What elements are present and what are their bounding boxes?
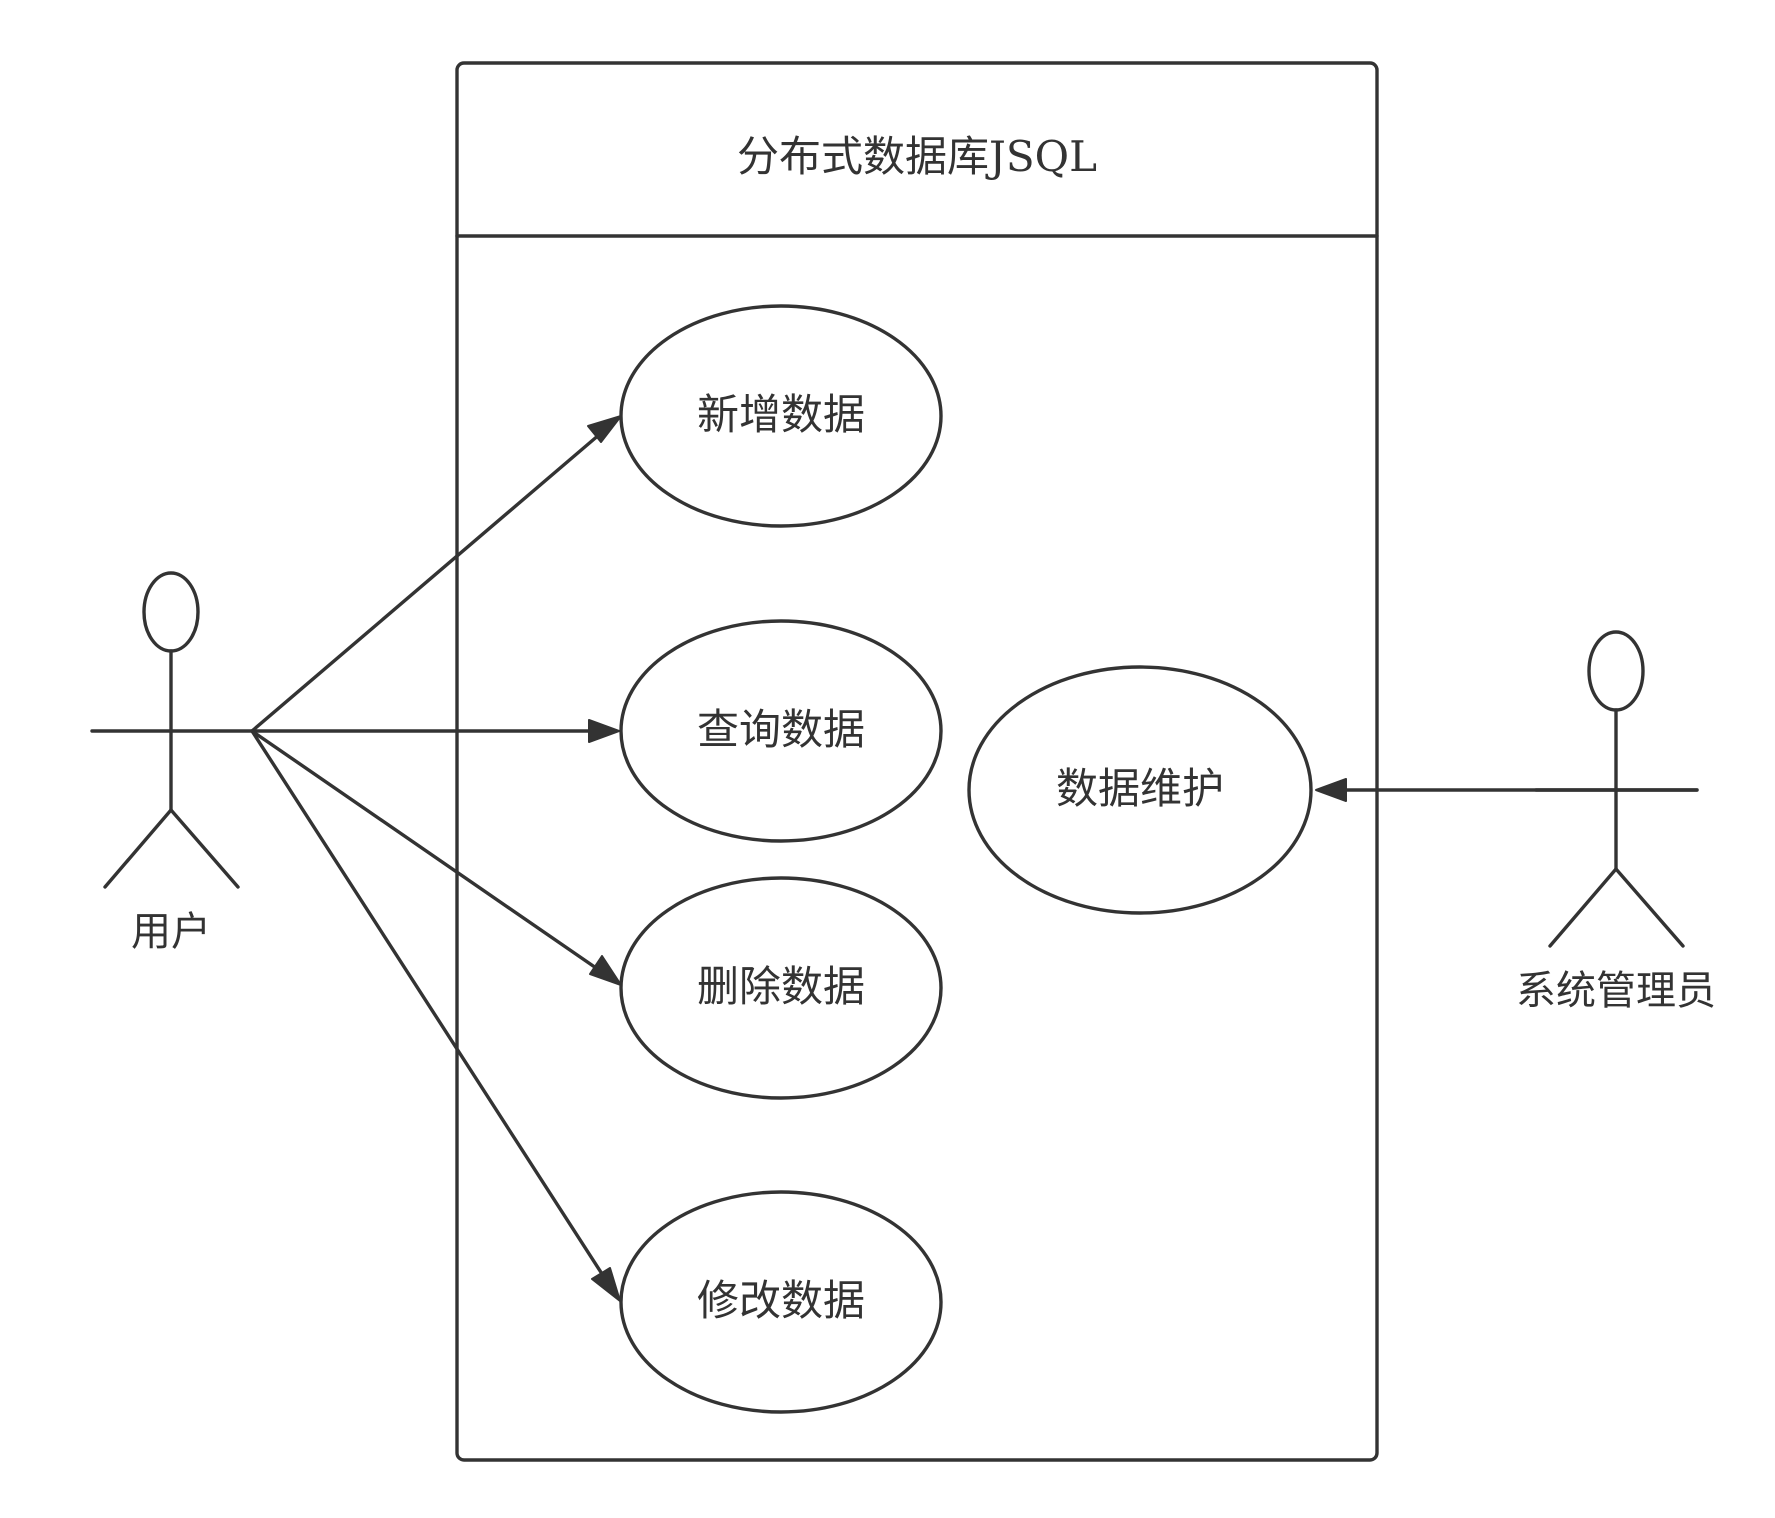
actor-admin-leg-left: [1548, 867, 1618, 948]
system-title: 分布式数据库JSQL: [737, 132, 1097, 181]
arrow-head-maintain: [1315, 778, 1347, 802]
system-boundary: 分布式数据库JSQL: [455, 61, 1379, 1462]
use-case-delete-label: 删除数据: [697, 962, 865, 1011]
use-case-add-ellipse: [619, 304, 943, 528]
actor-admin-head: [1587, 630, 1645, 712]
arrow-head-query: [588, 719, 620, 743]
use-case-modify-ellipse: [619, 1190, 943, 1414]
arrow-head-delete: [589, 955, 622, 986]
use-case-delete: 删除数据: [619, 876, 943, 1100]
actor-user: 用户: [90, 571, 254, 955]
system-boundary-frame: [455, 61, 1379, 1462]
arrow-head-modify: [591, 1267, 621, 1302]
actor-user-leg-right: [169, 808, 240, 889]
use-case-add: 新增数据: [619, 304, 943, 528]
actor-admin-leg-right: [1614, 867, 1685, 948]
use-case-query-label: 查询数据: [697, 705, 865, 754]
use-case-maintain-ellipse: [967, 665, 1313, 915]
associations: [250, 415, 1699, 1302]
actor-admin-label: 系统管理员: [1516, 968, 1716, 1014]
use-case-maintain: 数据维护: [967, 665, 1313, 915]
association-user-add: [250, 432, 602, 733]
actor-user-head: [142, 571, 200, 653]
use-case-query-ellipse: [619, 619, 943, 843]
actor-user-leg-left: [103, 808, 173, 889]
use-case-modify: 修改数据: [619, 1190, 943, 1414]
use-case-query: 查询数据: [619, 619, 943, 843]
use-case-add-label: 新增数据: [697, 390, 865, 439]
use-case-maintain-label: 数据维护: [1056, 764, 1224, 813]
association-user-delete: [250, 729, 601, 972]
actor-admin: 系统管理员: [1516, 630, 1716, 1014]
actor-user-label: 用户: [131, 909, 211, 955]
arrow-head-add: [587, 415, 622, 443]
use-case-modify-label: 修改数据: [697, 1276, 865, 1325]
association-user-modify: [250, 729, 606, 1279]
use-case-delete-ellipse: [619, 876, 943, 1100]
